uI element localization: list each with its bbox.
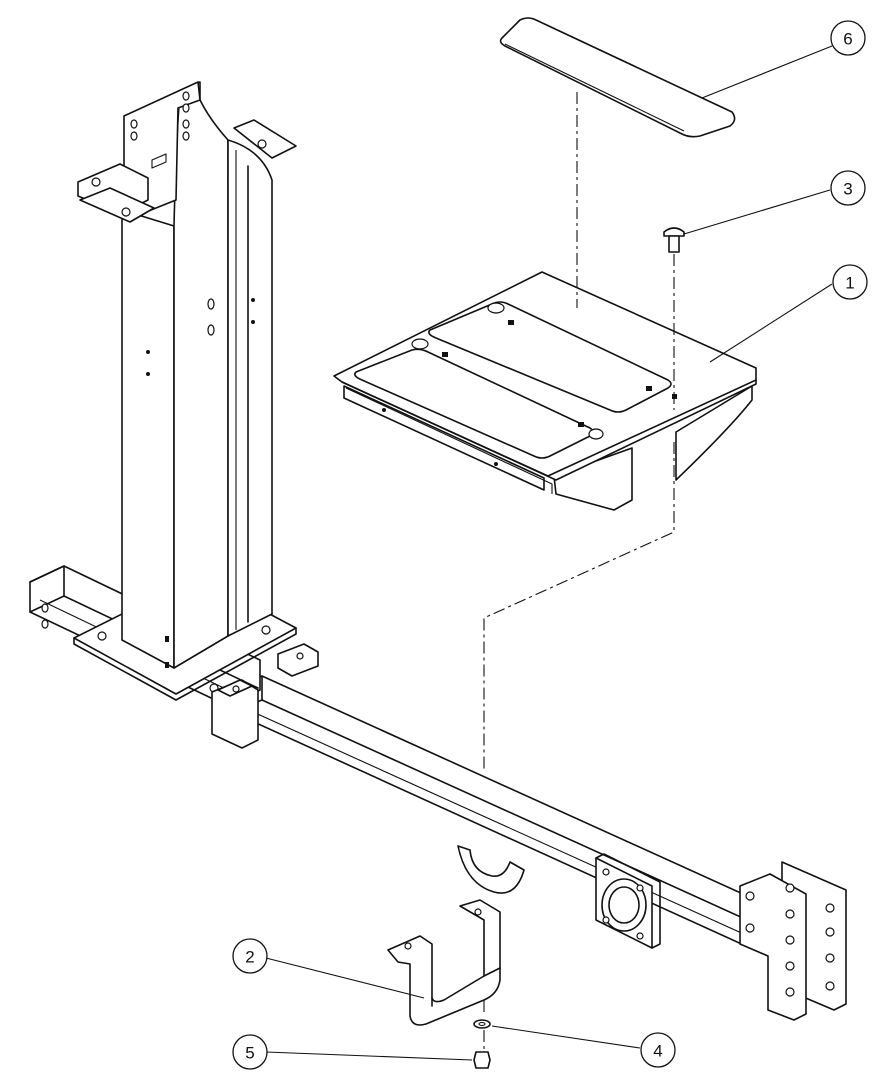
callout-leaders <box>265 45 833 1061</box>
callout-3: 3 <box>830 170 866 206</box>
callout-6-label: 6 <box>843 30 852 49</box>
center-lines <box>483 92 675 1050</box>
hanger-loop <box>457 845 525 894</box>
part-6-pad <box>499 17 736 138</box>
vertical-column <box>73 81 297 701</box>
callout-2: 2 <box>232 938 268 974</box>
callout-3-circle <box>830 170 866 206</box>
callout-3-label: 3 <box>843 180 852 199</box>
callout-4: 4 <box>640 1032 676 1068</box>
part-3-bolt <box>663 227 685 253</box>
callout-5: 5 <box>232 1034 268 1070</box>
callout-2-label: 2 <box>245 948 254 967</box>
callout-2-circle <box>232 938 268 974</box>
callout-5-label: 5 <box>245 1044 254 1063</box>
callout-5-circle <box>232 1034 268 1070</box>
part-4-washer <box>473 1019 491 1029</box>
end-plates <box>739 861 847 1021</box>
callout-1: 1 <box>832 264 868 300</box>
callout-6-circle <box>830 20 866 56</box>
mounting-flange <box>595 853 661 949</box>
part-1-tray <box>333 271 757 511</box>
callout-1-circle <box>832 264 868 300</box>
part-2-u-bracket <box>387 899 501 1026</box>
callout-bubbles: 1 2 3 4 5 6 <box>232 20 868 1070</box>
beam-brackets <box>211 643 319 749</box>
callout-1-label: 1 <box>845 274 854 293</box>
part-5-nut <box>473 1051 491 1069</box>
callout-4-label: 4 <box>653 1042 662 1061</box>
callout-4-circle <box>640 1032 676 1068</box>
callout-6: 6 <box>830 20 866 56</box>
